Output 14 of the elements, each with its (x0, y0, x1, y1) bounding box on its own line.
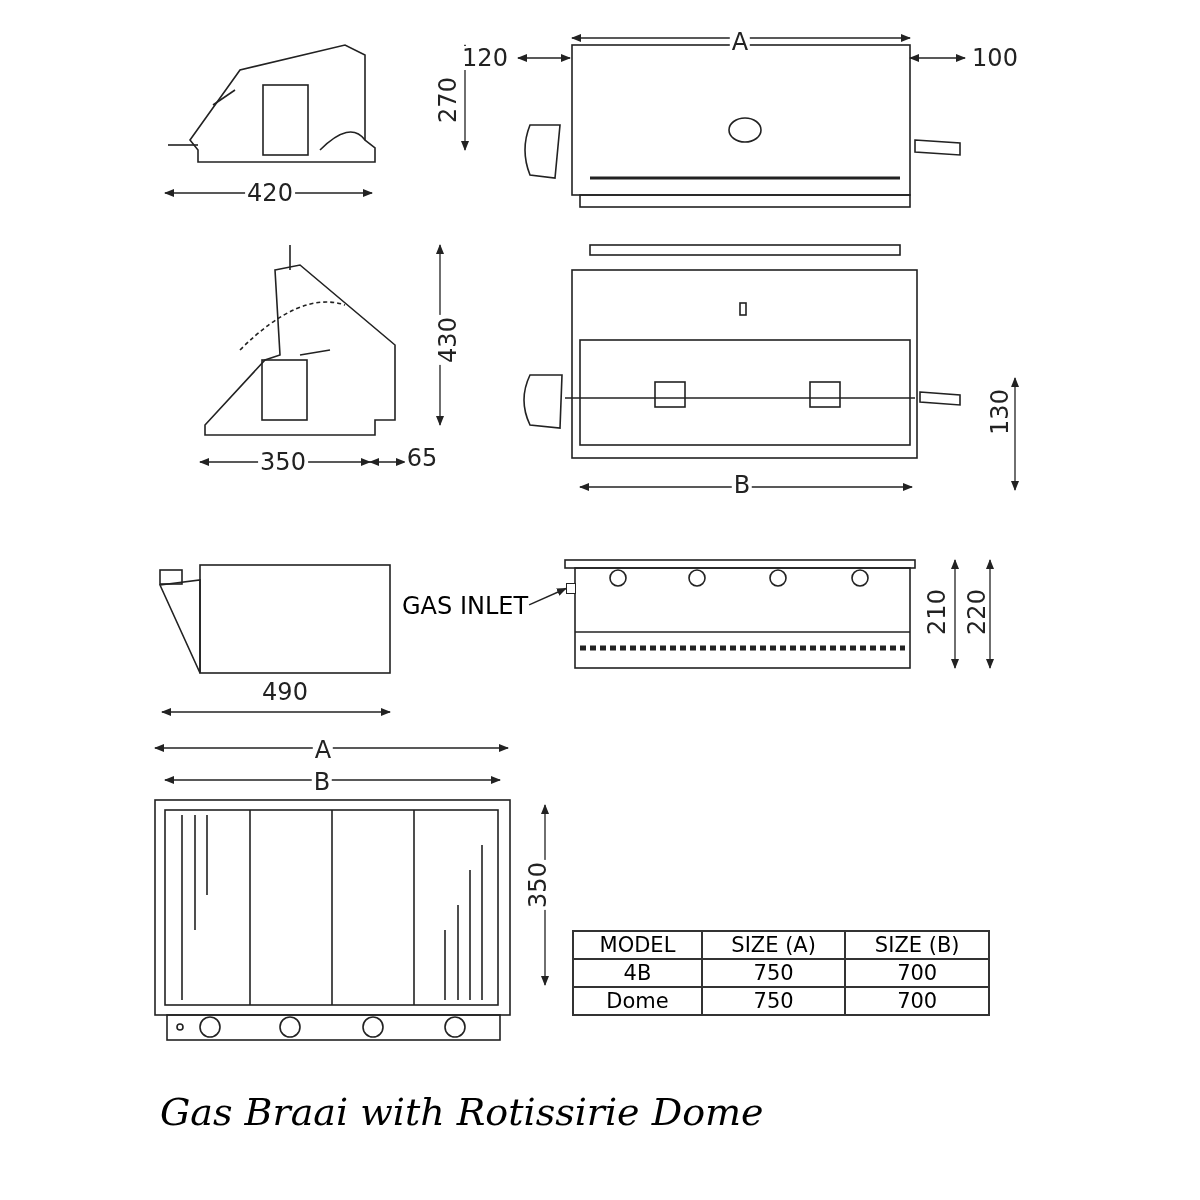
dimension-label: 120 (460, 46, 510, 70)
table-cell: 750 (701, 987, 846, 1015)
title: Gas Braai with Rotissirie Dome (160, 1090, 764, 1134)
table-cell: 750 (701, 959, 846, 987)
table-cell: 700 (845, 987, 989, 1015)
table-cell: 4B (573, 959, 702, 987)
table-cell: 700 (845, 959, 989, 987)
column-header: MODEL (573, 931, 702, 959)
callout-label: GAS INLET (402, 594, 529, 618)
column-header: SIZE (B) (845, 931, 989, 959)
leader-line (528, 587, 567, 606)
gas-inlet-fitting (566, 583, 576, 594)
column-header: SIZE (A) (701, 931, 846, 959)
table-cell: Dome (573, 987, 702, 1015)
